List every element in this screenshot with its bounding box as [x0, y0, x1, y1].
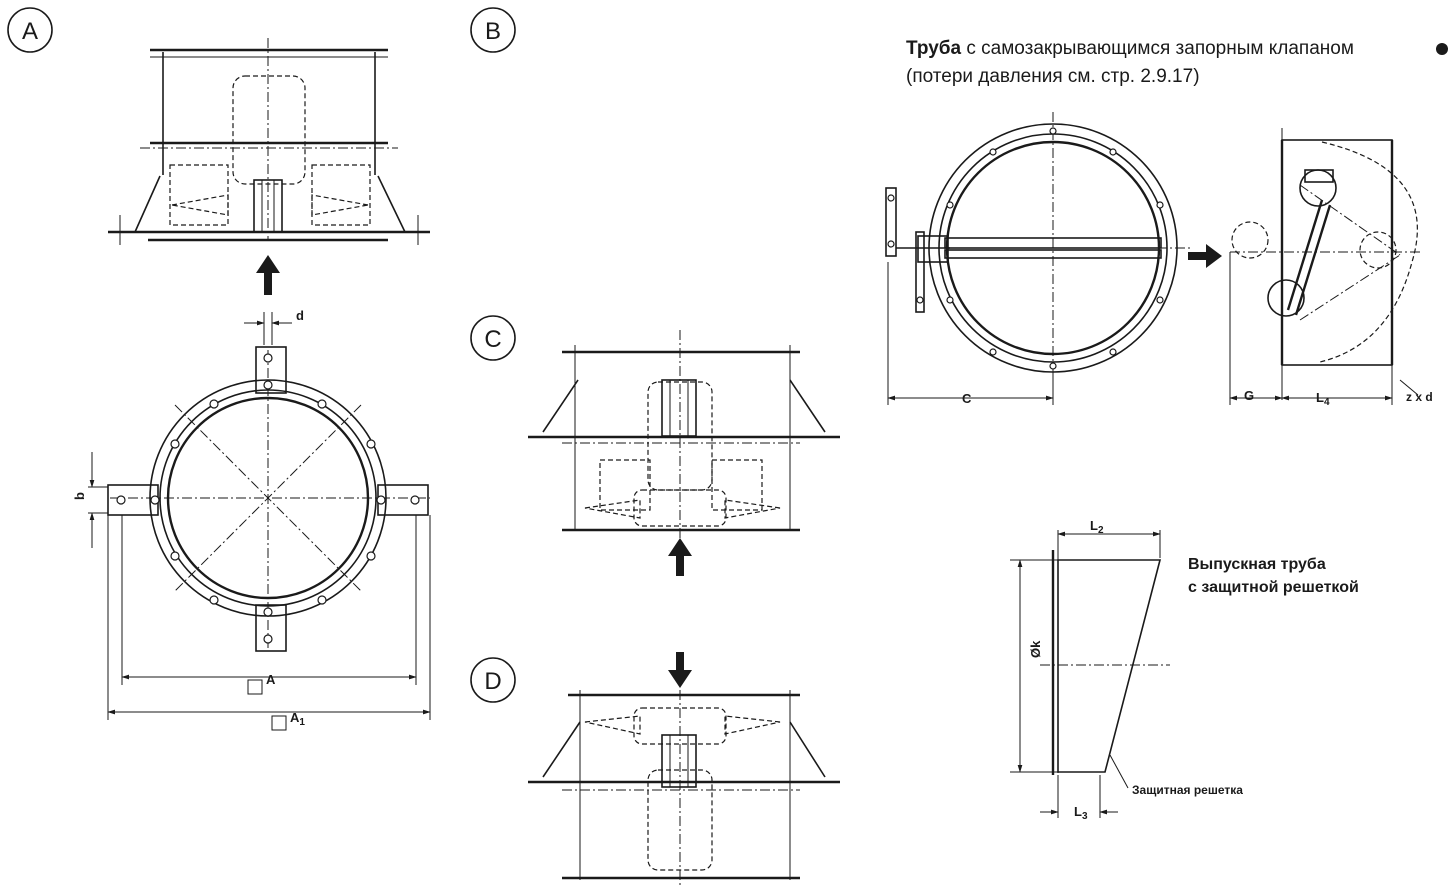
dim-b-label: b [72, 492, 87, 500]
dim-a-label: A [266, 672, 276, 687]
dim-l4-label: L4 [1316, 390, 1330, 408]
dim-zxd-label: z x d [1406, 390, 1433, 404]
outlet-pipe-drawing [1010, 530, 1170, 818]
airflow-arrow-d [668, 652, 692, 688]
grille-label: Защитная решетка [1132, 783, 1243, 797]
flow-arrow-right-icon [1188, 244, 1222, 268]
caption-line1: Труба с самозакрывающимся запорным клапа… [906, 38, 1354, 59]
damper-front-view [885, 112, 1190, 405]
view-a-flange [88, 312, 431, 731]
dim-g-label: G [1244, 388, 1254, 403]
airflow-arrow-b [256, 255, 280, 295]
view-letter-a: A [22, 18, 38, 45]
dim-d-label: d [296, 308, 304, 323]
damper-side-view [1229, 128, 1420, 405]
view-d-fan-side [528, 690, 840, 886]
airflow-arrow-c [668, 538, 692, 576]
view-label-d: D [470, 657, 516, 703]
dim-c-label: C [962, 391, 972, 406]
dim-l2-label: L2 [1090, 518, 1104, 536]
view-label-a: A [7, 7, 53, 53]
view-letter-b: B [485, 18, 501, 45]
view-label-c: C [470, 315, 516, 361]
bullet-icon [1436, 43, 1448, 55]
outlet-title-line1: Выпускная труба [1188, 556, 1326, 573]
view-b-fan-side [108, 38, 430, 245]
view-c-fan-side [528, 330, 840, 545]
view-label-b: B [470, 7, 516, 53]
view-letter-d: D [484, 668, 501, 695]
dim-ok-label: Øk [1028, 640, 1043, 658]
dim-l3-label: L3 [1074, 804, 1088, 822]
caption-line2: (потери давления см. стр. 2.9.17) [906, 66, 1200, 87]
dim-a1-label: A1 [290, 710, 305, 728]
view-letter-c: C [484, 326, 501, 353]
outlet-title-line2: с защитной решеткой [1188, 579, 1359, 596]
